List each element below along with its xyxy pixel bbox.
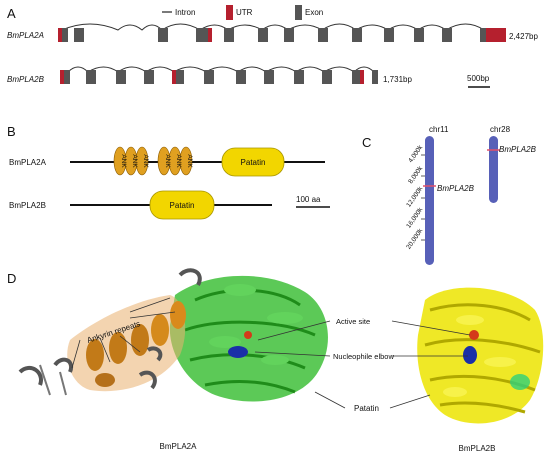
- annotation-arrows: [71, 297, 471, 409]
- label-patatin: Patatin: [354, 404, 379, 413]
- scale-aa-label: 100 aa: [296, 195, 321, 204]
- svg-text:ANK: ANK: [164, 154, 171, 168]
- chrom-tick: 20,000k: [405, 227, 424, 251]
- patatin-label-a: Patatin: [241, 158, 266, 167]
- structure-bmpla2b: [417, 287, 544, 424]
- chrom-axis: 4,000k 8,000k 12,000k 16,000k 20,000k: [405, 144, 425, 251]
- legend-exon: Exon: [305, 8, 323, 17]
- chrom11-gene-label: BmPLA2B: [437, 184, 475, 193]
- gene-legend: Intron UTR Exon: [162, 5, 323, 20]
- gene-name-a: BmPLA2A: [7, 31, 44, 40]
- svg-text:ANK: ANK: [175, 154, 182, 168]
- label-nucleophile-elbow: Nucleophile elbow: [333, 352, 394, 361]
- chrom-name-28: chr28: [490, 125, 511, 134]
- gene-name-b: BmPLA2B: [7, 75, 45, 84]
- structure-name-left: BmPLA2A: [160, 442, 198, 451]
- gene-model-a: [58, 23, 506, 42]
- chrom-tick: 4,000k: [407, 144, 424, 165]
- patatin-domain-a: [221, 147, 285, 177]
- chrom-tick: 16,000k: [405, 206, 424, 230]
- scale-bp-label: 500bp: [467, 74, 490, 83]
- chromosome-11: [425, 136, 434, 265]
- chrom-tick: 12,000k: [405, 185, 424, 209]
- svg-text:ANK: ANK: [186, 154, 193, 168]
- svg-text:ANK: ANK: [131, 154, 138, 168]
- patatin-label-b: Patatin: [170, 201, 195, 210]
- structure-name-right: BmPLA2B: [459, 444, 496, 453]
- chrom28-gene-label: BmPLA2B: [499, 145, 537, 154]
- panel-label-a: A: [7, 6, 16, 21]
- label-active-site: Active site: [336, 317, 370, 326]
- legend-intron: Intron: [175, 8, 195, 17]
- svg-text:ANK: ANK: [120, 154, 127, 168]
- panel-label-c: C: [362, 135, 371, 150]
- legend-utr: UTR: [236, 8, 253, 17]
- gene-model-b: [60, 66, 378, 84]
- svg-text:ANK: ANK: [142, 154, 149, 168]
- ankyrin-domains: ANK ANK ANK ANK ANK ANK: [113, 146, 193, 176]
- panel-label-b: B: [7, 124, 16, 139]
- structure-bmpla2a: [18, 268, 328, 402]
- gene-length-b: 1,731bp: [383, 75, 412, 84]
- chromosome-28: [489, 136, 498, 203]
- chrom-tick: 8,000k: [407, 165, 424, 186]
- chrom-name-11: chr11: [429, 125, 449, 134]
- protein-name-b: BmPLA2B: [9, 201, 46, 210]
- patatin-domain-b: [149, 190, 215, 220]
- panel-label-d: D: [7, 271, 16, 286]
- legend-utr-swatch: [226, 5, 233, 20]
- gene-length-a: 2,427bp: [509, 32, 538, 41]
- protein-name-a: BmPLA2A: [9, 158, 47, 167]
- legend-exon-swatch: [295, 5, 302, 20]
